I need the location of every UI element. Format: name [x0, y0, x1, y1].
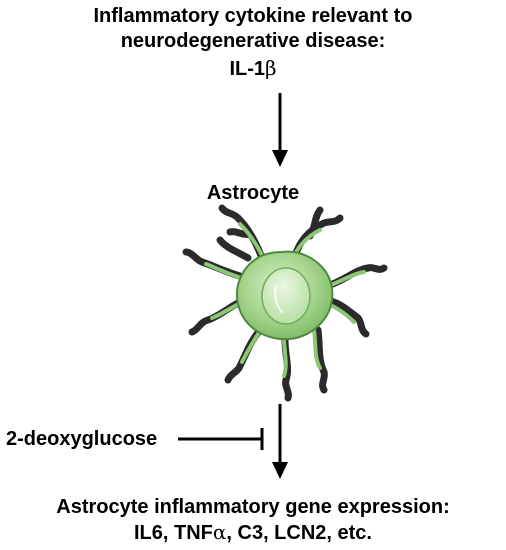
outcome-genes-greek: α	[212, 520, 227, 544]
outcome-genes-part1: IL6, TNF	[133, 522, 213, 544]
inhibitor-label: 2-deoxyglucose	[6, 428, 158, 450]
astrocyte-nucleus	[261, 267, 311, 325]
cytokine-name-prefix: IL-1	[229, 58, 265, 80]
arrow-astrocyte-to-expression	[272, 404, 288, 479]
cytokine-name-greek: β	[265, 56, 277, 80]
astrocyte-illustration	[182, 204, 388, 402]
outcome-genes-part2: , C3, LCN2, etc.	[226, 522, 372, 544]
cytokine-title-line1: Inflammatory cytokine relevant to	[93, 5, 413, 27]
cytokine-title: Inflammatory cytokine relevant to neurod…	[0, 4, 506, 54]
outcome-genes: IL6, TNFα, C3, LCN2, etc.	[0, 520, 506, 546]
cytokine-name: IL-1β	[0, 56, 506, 82]
astrocyte-label: Astrocyte	[206, 182, 300, 204]
arrow-cytokine-to-astrocyte	[272, 93, 288, 167]
inhibition-line	[178, 428, 264, 450]
cytokine-title-line2: neurodegenerative disease:	[120, 30, 386, 52]
outcome-title: Astrocyte inflammatory gene expression:	[56, 496, 450, 518]
